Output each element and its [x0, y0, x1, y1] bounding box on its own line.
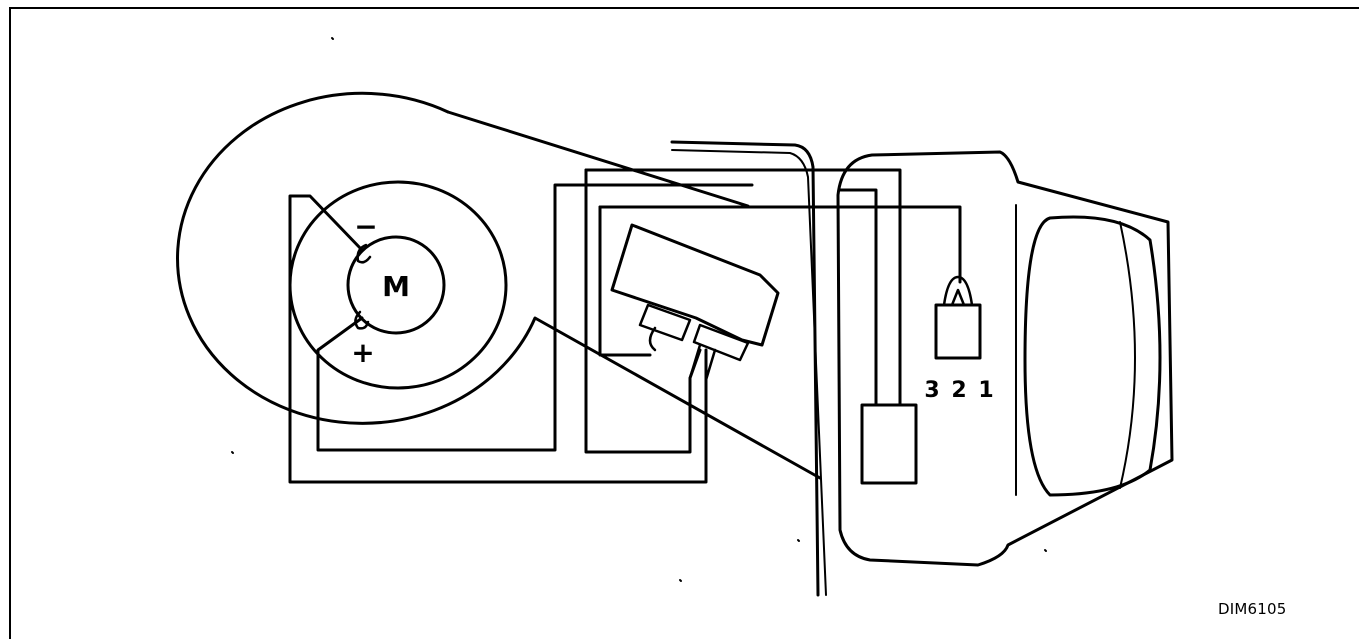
stray-mark-5 — [1044, 549, 1047, 552]
figure-frame — [9, 7, 1359, 639]
connector-pins — [942, 275, 974, 307]
stray-mark-1 — [331, 37, 334, 40]
pin-label-1: 1 — [978, 378, 993, 403]
bulkhead-right — [671, 149, 827, 596]
resistor-plug-right — [692, 323, 750, 362]
wire-frame-outer — [288, 194, 708, 484]
heater-core — [1023, 215, 1162, 497]
resistor-leads — [648, 326, 717, 382]
harness-top-3 — [598, 205, 962, 284]
heater-core-inner — [1119, 221, 1136, 489]
harness-top-1 — [584, 168, 902, 407]
pin-label-3: 3 — [924, 378, 939, 403]
harness-top-2 — [598, 205, 652, 357]
motor-label: M — [382, 270, 410, 303]
connector-socket — [934, 303, 982, 360]
plus-label: + — [351, 336, 374, 369]
motor-circle — [346, 235, 446, 335]
wire-plus-return — [316, 183, 754, 452]
minus-label: − — [354, 210, 377, 243]
blower-housing — [176, 91, 822, 480]
resistor-plug-left — [638, 303, 692, 342]
pin-label-2: 2 — [951, 378, 966, 403]
wire-bracket-inner — [584, 168, 702, 454]
blower-housing-top-edge — [446, 110, 750, 208]
motor-terminal-plus — [354, 310, 370, 330]
reference-code: DIM6105 — [1218, 600, 1287, 618]
switch-block — [860, 403, 918, 485]
stray-mark-3 — [679, 579, 682, 582]
stray-mark-4 — [797, 539, 800, 542]
harness-top-4 — [838, 188, 878, 407]
heater-housing — [836, 150, 1174, 567]
stray-mark-2 — [231, 451, 234, 454]
bulkhead-left — [670, 140, 820, 597]
resistor-module — [610, 223, 780, 347]
